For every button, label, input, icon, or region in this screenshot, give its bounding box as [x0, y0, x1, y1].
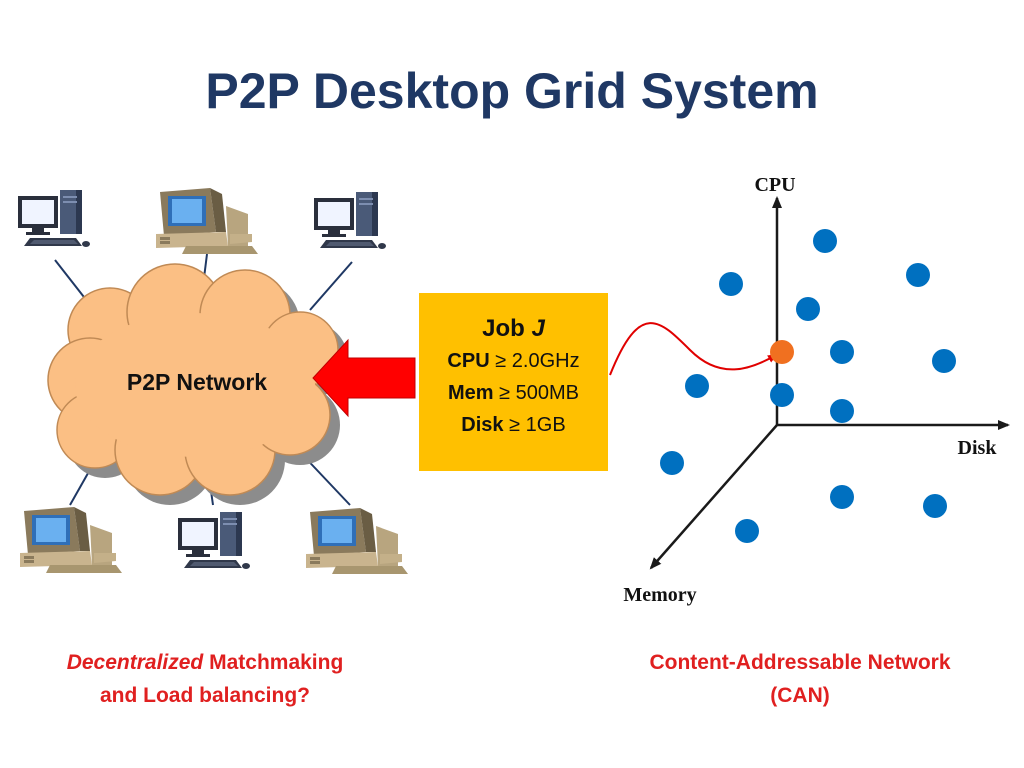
computer-icon-top-left	[18, 190, 90, 247]
job-requirements-box: Job J CPU ≥ 2.0GHz Mem ≥ 500MB Disk ≥ 1G…	[419, 293, 608, 471]
req-key: Disk	[461, 414, 504, 436]
caption-right-line1: Content-Addressable Network	[649, 651, 951, 674]
can-node	[830, 485, 854, 509]
can-node	[813, 229, 837, 253]
can-node	[660, 451, 684, 475]
computer-icon-top-center	[156, 188, 258, 254]
can-node	[735, 519, 759, 543]
link-top-right	[309, 261, 353, 311]
cpu-axis-label: CPU	[754, 174, 795, 196]
job-title-prefix: Job	[482, 315, 525, 342]
can-node	[830, 340, 854, 364]
can-node	[796, 297, 820, 321]
req-op: ≥	[499, 382, 511, 404]
can-node	[830, 399, 854, 423]
req-key: CPU	[447, 350, 490, 372]
job-req-mem: Mem ≥ 500MB	[419, 377, 608, 409]
can-node	[770, 383, 794, 407]
job-req-disk: Disk ≥ 1GB	[419, 409, 608, 441]
caption-left-line1: Decentralized Matchmaking	[10, 646, 400, 679]
job-title: Job J	[419, 313, 608, 345]
can-matched-node	[770, 340, 794, 364]
can-node	[932, 349, 956, 373]
req-value: 500MB	[515, 382, 580, 404]
caption-right: Content-Addressable Network (CAN)	[600, 646, 1000, 712]
computer-icon-top-right	[314, 192, 386, 249]
p2p-network-label: P2P Network	[127, 369, 267, 395]
req-op: ≥	[495, 350, 507, 372]
can-node	[685, 374, 709, 398]
memory-axis-label: Memory	[623, 584, 696, 606]
req-value: 2.0GHz	[511, 350, 580, 372]
computer-icon-bottom-left	[20, 507, 122, 573]
job-req-cpu: CPU ≥ 2.0GHz	[419, 345, 608, 377]
match-pointer-curve	[609, 322, 778, 376]
slide-title: P2P Desktop Grid System	[205, 63, 819, 119]
caption-left-line2: and Load balancing?	[99, 684, 310, 707]
caption-left-rest: Matchmaking	[209, 651, 344, 674]
req-op: ≥	[509, 414, 521, 436]
caption-right-line2: (CAN)	[770, 684, 830, 707]
job-title-var: J	[531, 315, 545, 342]
submit-arrow	[312, 338, 416, 418]
can-node	[923, 494, 947, 518]
can-nodes	[660, 229, 956, 543]
cloud-core	[75, 313, 315, 457]
computer-icon-bottom-right	[306, 508, 408, 574]
memory-axis	[649, 424, 778, 570]
disk-axis-label: Disk	[958, 437, 998, 459]
caption-left: Decentralized Matchmaking and Load balan…	[10, 646, 400, 712]
req-value: 1GB	[525, 414, 566, 436]
can-node	[906, 263, 930, 287]
caption-left-italic: Decentralized	[66, 651, 204, 674]
can-node	[719, 272, 743, 296]
req-key: Mem	[447, 382, 494, 404]
computer-icon-bottom-center	[178, 512, 250, 569]
